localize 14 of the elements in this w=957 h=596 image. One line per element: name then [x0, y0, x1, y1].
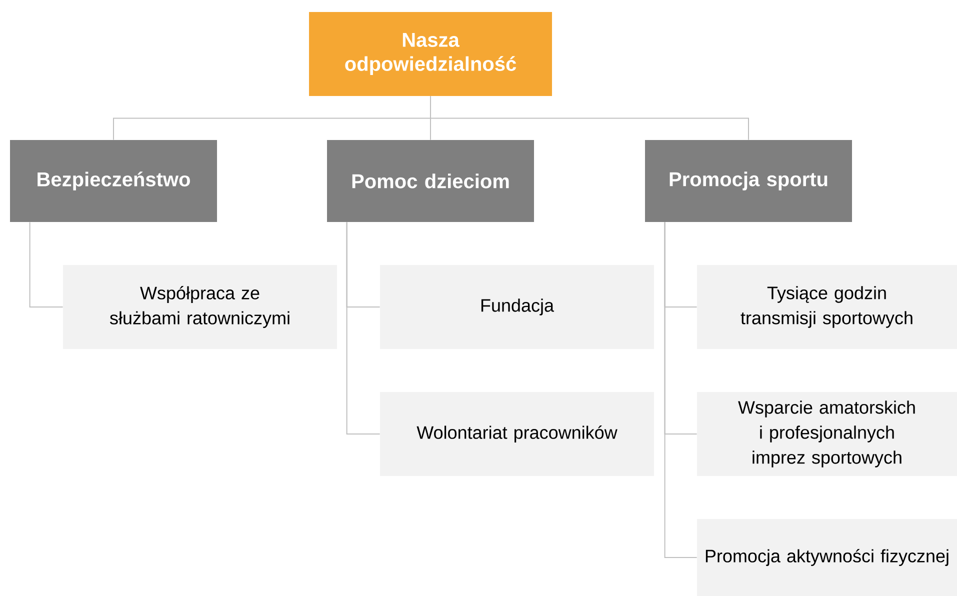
- item-box: Fundacja: [380, 265, 654, 349]
- connector-line: [29, 222, 64, 308]
- connector-line: [430, 96, 749, 140]
- item-box: Wolontariat pracowników: [380, 392, 654, 476]
- item-box: Tysiące godzin transmisji sportowych: [697, 265, 957, 349]
- item-box: Promocja aktywności fizycznej: [697, 519, 957, 596]
- title-box: Nasza odpowiedzialność: [309, 12, 552, 96]
- category-box: Promocja sportu: [645, 140, 852, 222]
- item-box: Współpraca ze służbami ratowniczymi: [63, 265, 337, 349]
- category-box: Pomoc dzieciom: [327, 140, 534, 222]
- category-box: Bezpieczeństwo: [10, 140, 217, 222]
- connector-line: [664, 222, 698, 558]
- item-box: Wsparcie amatorskich i profesjonalnych imprez sportowych: [697, 392, 957, 476]
- connector-line: [346, 222, 380, 434]
